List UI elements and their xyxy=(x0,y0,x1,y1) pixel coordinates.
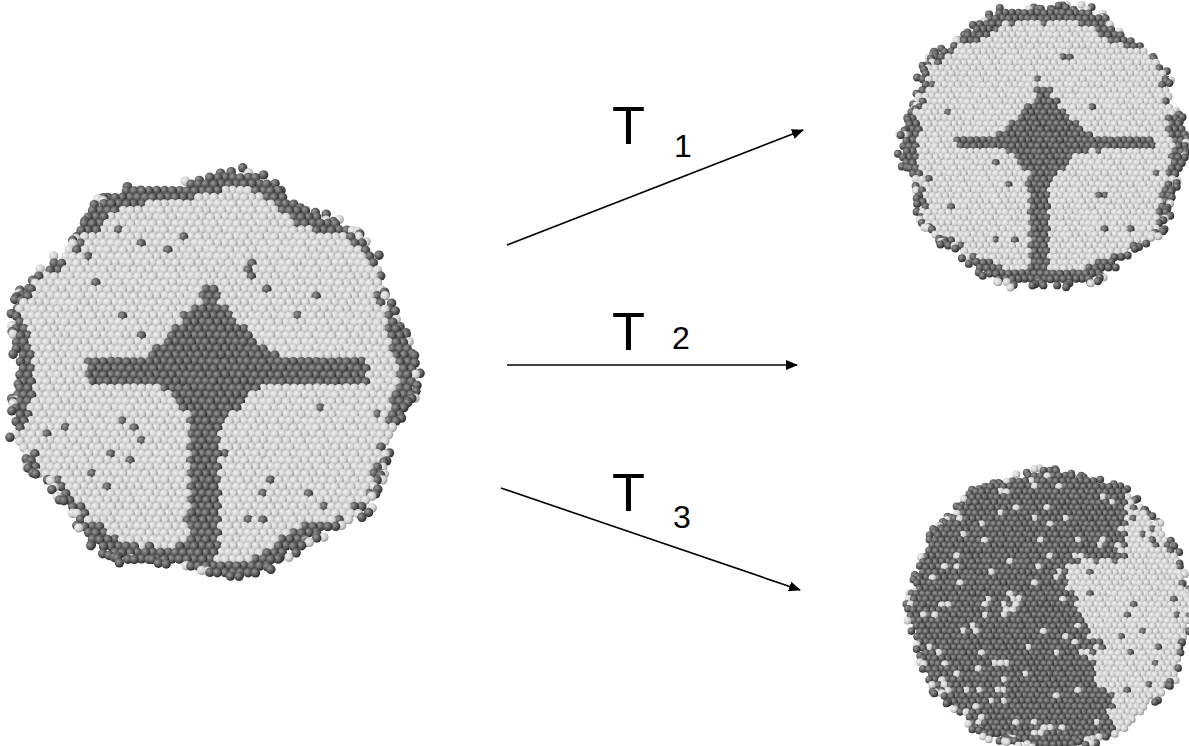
nanoparticles xyxy=(5,1,1189,746)
atom-cluster xyxy=(5,163,425,581)
atom xyxy=(8,349,17,358)
atom xyxy=(374,250,383,259)
atom xyxy=(5,433,14,442)
atom xyxy=(259,170,268,179)
atom xyxy=(7,406,16,415)
